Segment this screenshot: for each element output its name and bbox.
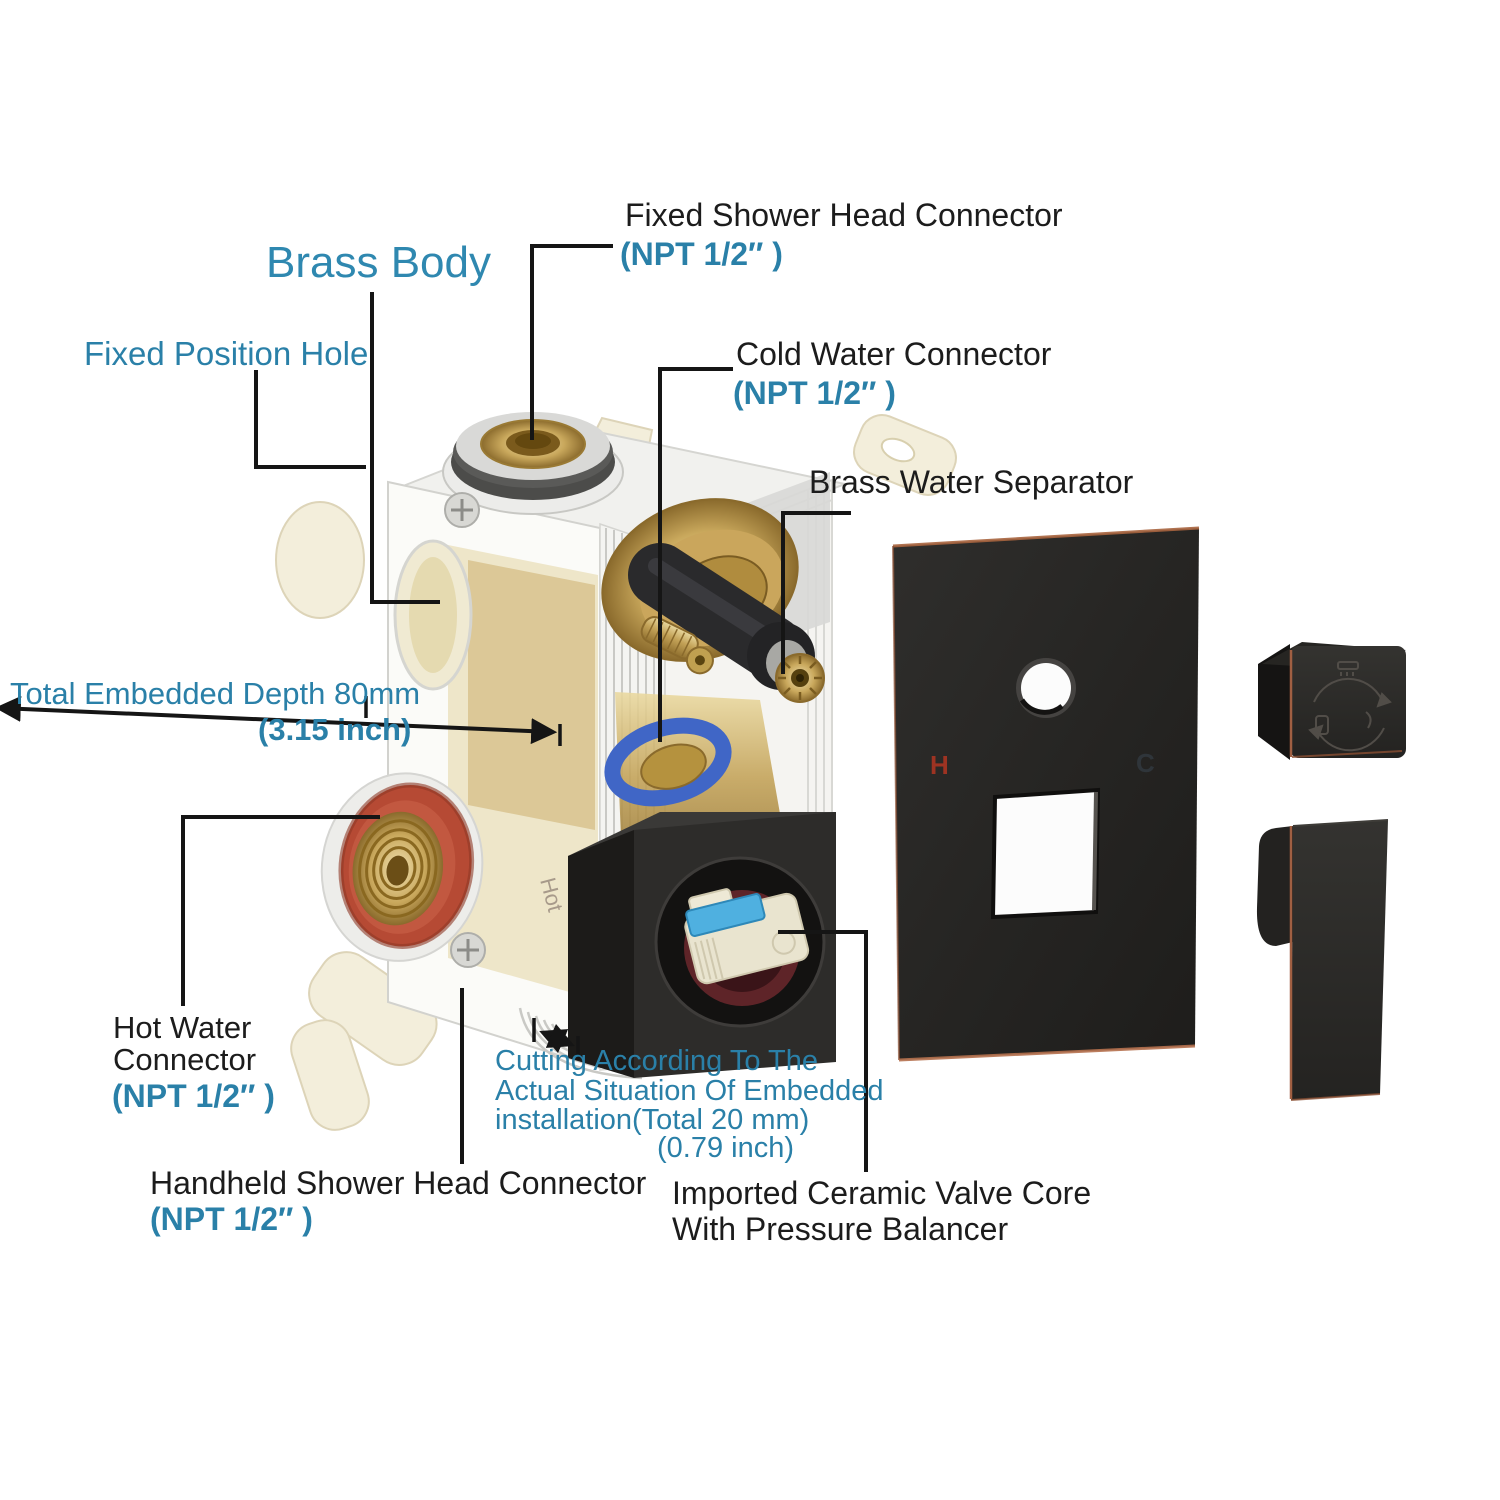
case-screw-top (444, 492, 480, 528)
callout-cold-water (658, 367, 733, 742)
handheld-label: Handheld Shower Head Connector (150, 1165, 647, 1201)
plate-cold-marker: C (1136, 748, 1155, 778)
fixed-position-hole-label: Fixed Position Hole (84, 335, 369, 372)
bleed-screw (640, 616, 714, 675)
mounting-ear-bottom-left (290, 951, 438, 1131)
callout-hot-water (181, 815, 380, 1006)
ceramic-valve-core (684, 888, 810, 985)
cold-water-label: Cold Water Connector (736, 336, 1052, 372)
callout-brass-water-separator (781, 511, 851, 674)
embedded-depth-inch-label: (3.15 inch) (258, 712, 412, 747)
hot-water-label-line2: Connector (113, 1042, 257, 1077)
mounting-ear-left-bump (275, 501, 365, 619)
trim-plate (892, 526, 1200, 1062)
cutting-note-line4: (0.79 inch) (657, 1132, 795, 1164)
fixed-shower-head-npt: (NPT 1/2″ ) (620, 236, 783, 272)
fixed-shower-head-label: Fixed Shower Head Connector (625, 197, 1063, 233)
callout-fixed-shower-head (530, 244, 613, 440)
ceramic-core-label-line1: Imported Ceramic Valve Core (672, 1175, 1092, 1211)
top-port-fixed-shower-connector (442, 412, 624, 515)
callout-lines (181, 244, 868, 1172)
cutting-dimension-arrow (532, 1018, 580, 1060)
ceramic-core-label-line2: With Pressure Balancer (672, 1211, 1009, 1247)
callout-ceramic-core (778, 930, 868, 1172)
handle-lever (1256, 819, 1389, 1101)
brass-body-label: Brass Body (266, 238, 491, 287)
cutting-note-line3: installation(Total 20 mm) (495, 1104, 810, 1136)
valve-stem-assembly (601, 498, 825, 703)
cutting-note-line2: Actual Situation Of Embedded (495, 1075, 884, 1107)
knob-mode-engraving (1308, 661, 1392, 752)
embedded-depth-label: Total Embedded Depth 80mm (10, 676, 421, 711)
case-screw-bottom (450, 932, 486, 968)
plate-round-hole (1016, 658, 1076, 718)
depth-dimension-arrow (0, 695, 562, 746)
cold-water-npt: (NPT 1/2″ ) (733, 375, 896, 411)
mounting-ear-top-right (853, 414, 957, 496)
brass-spline-tip (775, 653, 825, 703)
callout-brass-body (370, 292, 440, 604)
callout-fixed-position-hole (254, 370, 366, 469)
hot-port (320, 772, 484, 962)
core-blue-clip (685, 893, 766, 937)
plate-hot-marker: H (930, 750, 949, 780)
hot-water-label-line1: Hot Water (113, 1010, 252, 1045)
diverter-housing (568, 812, 836, 1078)
cutting-note-line1: Cutting According To The (495, 1045, 818, 1077)
hot-water-npt: (NPT 1/2″ ) (112, 1078, 275, 1114)
plate-square-hole (990, 787, 1101, 920)
diverter-knob (1258, 642, 1406, 760)
brass-water-separator-label: Brass Water Separator (809, 464, 1134, 500)
handheld-npt: (NPT 1/2″ ) (150, 1201, 313, 1237)
